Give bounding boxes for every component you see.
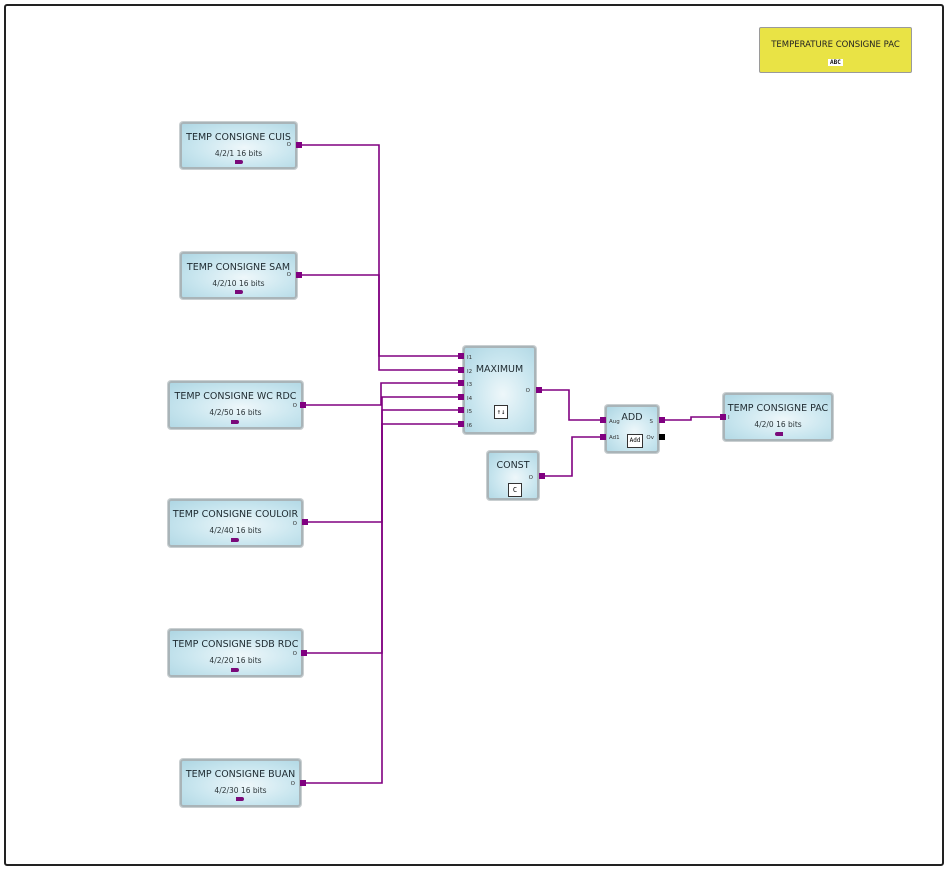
constant-icon: C bbox=[508, 483, 522, 497]
output-pin[interactable] bbox=[301, 650, 307, 656]
comment-note[interactable]: TEMPERATURE CONSIGNE PAC ABC bbox=[759, 27, 912, 73]
port-label-o: O bbox=[525, 388, 530, 394]
wire-const-ad1 bbox=[542, 436, 602, 477]
input-pin-ad1[interactable] bbox=[600, 434, 606, 440]
input-pin[interactable] bbox=[720, 414, 726, 420]
output-pin[interactable] bbox=[539, 473, 545, 479]
port-label-ov: Ov bbox=[646, 435, 654, 441]
input-pin-i4[interactable] bbox=[458, 394, 464, 400]
wire-add-out bbox=[661, 416, 724, 421]
output-pin[interactable] bbox=[300, 402, 306, 408]
input-block-wc-rdc[interactable]: TEMP CONSIGNE WC RDC 4/2/50 16 bits O bbox=[168, 381, 303, 429]
block-title: TEMP CONSIGNE SDB RDC bbox=[172, 639, 299, 650]
block-address: 4/2/50 16 bits bbox=[209, 408, 262, 417]
input-block-sam[interactable]: TEMP CONSIGNE SAM 4/2/10 16 bits O bbox=[180, 252, 297, 299]
block-title: TEMP CONSIGNE WC RDC bbox=[174, 391, 297, 402]
block-title: ADD bbox=[621, 412, 643, 423]
output-pin[interactable] bbox=[296, 142, 302, 148]
output-pin[interactable] bbox=[302, 519, 308, 525]
port-label: O bbox=[286, 142, 291, 148]
port-label-i1: I1 bbox=[467, 355, 473, 361]
input-block-sdb-rdc[interactable]: TEMP CONSIGNE SDB RDC 4/2/20 16 bits O bbox=[168, 629, 303, 677]
send-arrow-icon bbox=[231, 668, 239, 672]
block-address: 4/2/0 16 bits bbox=[754, 420, 802, 429]
port-label-o: O bbox=[528, 475, 533, 481]
port-label-s: S bbox=[649, 419, 654, 425]
output-pin[interactable] bbox=[300, 780, 306, 786]
block-title: CONST bbox=[496, 460, 530, 471]
port-label-ad1: Ad1 bbox=[609, 435, 620, 441]
input-pin-i5[interactable] bbox=[458, 407, 464, 413]
port-label-i5: I5 bbox=[467, 409, 473, 415]
receive-arrow-icon bbox=[775, 432, 783, 436]
port-label: O bbox=[292, 403, 297, 409]
input-pin-aug[interactable] bbox=[600, 417, 606, 423]
block-address: 4/2/30 16 bits bbox=[214, 786, 267, 795]
send-arrow-icon bbox=[235, 160, 243, 164]
port-label: O bbox=[290, 781, 295, 787]
note-title: TEMPERATURE CONSIGNE PAC bbox=[771, 40, 900, 50]
port-label-i3: I3 bbox=[467, 382, 473, 388]
port-label: O bbox=[292, 651, 297, 657]
add-block[interactable]: ADD Aug Ad1 S Ov Add bbox=[605, 405, 659, 453]
block-title: TEMP CONSIGNE PAC bbox=[727, 403, 829, 414]
block-title: TEMP CONSIGNE SAM bbox=[186, 262, 291, 273]
block-address: 4/2/20 16 bits bbox=[209, 656, 262, 665]
output-pin[interactable] bbox=[536, 387, 542, 393]
input-pin-i1[interactable] bbox=[458, 353, 464, 359]
text-icon: ABC bbox=[828, 59, 843, 66]
block-title: TEMP CONSIGNE CUIS bbox=[186, 132, 291, 143]
const-block[interactable]: CONST O C bbox=[487, 451, 539, 500]
input-block-buan[interactable]: TEMP CONSIGNE BUAN 4/2/30 16 bits O bbox=[180, 759, 301, 807]
wire-wc-i3 bbox=[304, 382, 460, 406]
input-pin-i2[interactable] bbox=[458, 367, 464, 373]
block-title: TEMP CONSIGNE COULOIR bbox=[172, 509, 299, 520]
add-function-icon: Add bbox=[627, 434, 643, 448]
send-arrow-icon bbox=[235, 290, 243, 294]
port-label: I bbox=[728, 415, 730, 421]
input-pin-i6[interactable] bbox=[458, 421, 464, 427]
input-block-cuis[interactable]: TEMP CONSIGNE CUIS 4/2/1 16 bits O bbox=[180, 122, 297, 169]
port-label: O bbox=[286, 272, 291, 278]
max-function-icon: ↑↓ bbox=[494, 405, 508, 419]
port-label-aug: Aug bbox=[609, 419, 620, 425]
maximum-block[interactable]: MAXIMUM I1 I2 I3 I4 I5 I6 O ↑↓ bbox=[463, 346, 536, 434]
input-block-couloir[interactable]: TEMP CONSIGNE COULOIR 4/2/40 16 bits O bbox=[168, 499, 303, 547]
send-arrow-icon bbox=[231, 420, 239, 424]
wire-sam-i2 bbox=[298, 274, 460, 371]
wire-buan-i6 bbox=[304, 423, 460, 784]
wire-cuis-i1 bbox=[298, 144, 460, 357]
block-title: TEMP CONSIGNE BUAN bbox=[185, 769, 296, 780]
block-address: 4/2/40 16 bits bbox=[209, 526, 262, 535]
output-pin-s[interactable] bbox=[659, 417, 665, 423]
wire-couloir-i4 bbox=[306, 396, 460, 523]
wire-max-aug bbox=[540, 389, 602, 421]
block-title: MAXIMUM bbox=[475, 364, 524, 375]
output-pin-ov[interactable] bbox=[659, 434, 665, 440]
input-pin-i3[interactable] bbox=[458, 380, 464, 386]
port-label: O bbox=[292, 521, 297, 527]
port-label-i6: I6 bbox=[467, 423, 473, 429]
send-arrow-icon bbox=[231, 538, 239, 542]
send-arrow-icon bbox=[236, 797, 244, 801]
output-pin[interactable] bbox=[296, 272, 302, 278]
block-address: 4/2/10 16 bits bbox=[212, 279, 265, 288]
output-block-pac[interactable]: TEMP CONSIGNE PAC 4/2/0 16 bits I bbox=[723, 393, 833, 441]
block-address: 4/2/1 16 bits bbox=[214, 149, 263, 158]
port-label-i2: I2 bbox=[467, 369, 473, 375]
port-label-i4: I4 bbox=[467, 396, 473, 402]
